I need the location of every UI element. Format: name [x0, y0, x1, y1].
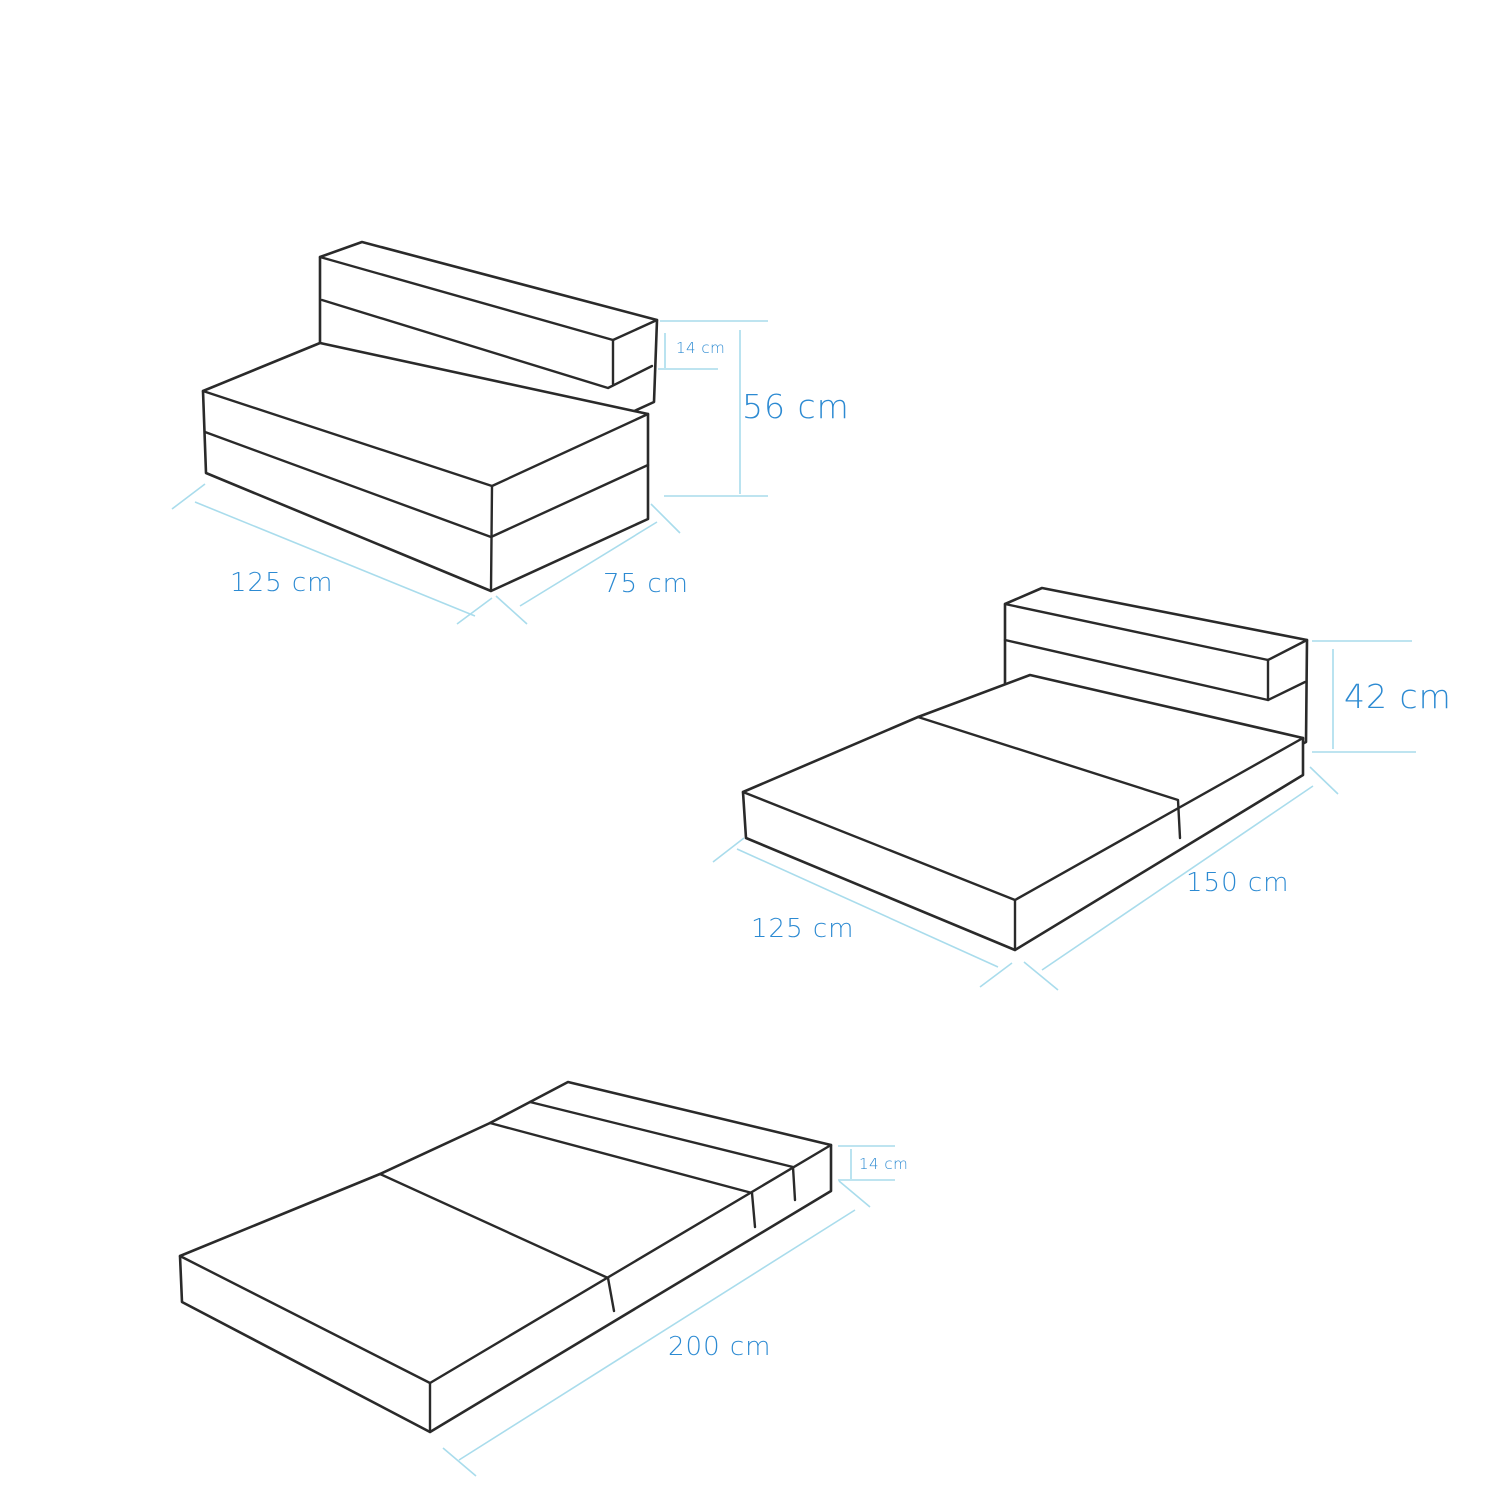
lounger-height-label: 42 cm: [1344, 677, 1452, 716]
lounger-fold-seam: [916, 715, 1182, 840]
lounger-backrest-fold-seam: [1003, 638, 1307, 702]
chair-depth-label: 75 cm: [603, 569, 689, 599]
lounger-configuration: 42 cm 125 cm 150 cm: [712, 586, 1452, 991]
chair-configuration: 56 cm 14 cm 125 cm 75 cm: [171, 240, 850, 625]
bed-fold-seam-3: [528, 1100, 797, 1202]
bed-fold-seam-1: [378, 1172, 616, 1313]
bed-mattress: [178, 1080, 833, 1434]
bed-length-label: 200 cm: [668, 1332, 772, 1362]
lounger-height-dimension-line: [1312, 640, 1416, 753]
chair-depth-dimension-line: [495, 503, 681, 625]
chair-height-label: 56 cm: [742, 387, 850, 426]
bed-configuration: 14 cm 200 cm: [178, 1080, 908, 1477]
bed-length-dimension-line: [442, 1180, 871, 1477]
lounger-length-dimension-line: [1023, 766, 1339, 991]
chair-seat-fold-seam: [203, 430, 650, 539]
chair-seat-front-corner: [489, 484, 494, 593]
chair-backrest-fold-seam: [320, 298, 654, 390]
lounger-width-dimension-line: [712, 837, 1013, 988]
chair-cushion-dimension-line: [658, 333, 718, 370]
bed-fold-seam-2: [488, 1121, 757, 1229]
chair-seat: [201, 341, 650, 593]
chair-width-label: 125 cm: [230, 568, 334, 598]
lounger-length-label: 150 cm: [1186, 868, 1290, 898]
lounger-mattress: [741, 673, 1305, 952]
bed-thickness-dimension-line: [838, 1145, 895, 1181]
chair-width-dimension-line: [171, 483, 493, 625]
chair-height-dimension-line: [660, 320, 768, 497]
chair-cushion-label: 14 cm: [676, 339, 725, 357]
bed-thickness-label: 14 cm: [859, 1155, 908, 1173]
lounger-width-label: 125 cm: [751, 914, 855, 944]
